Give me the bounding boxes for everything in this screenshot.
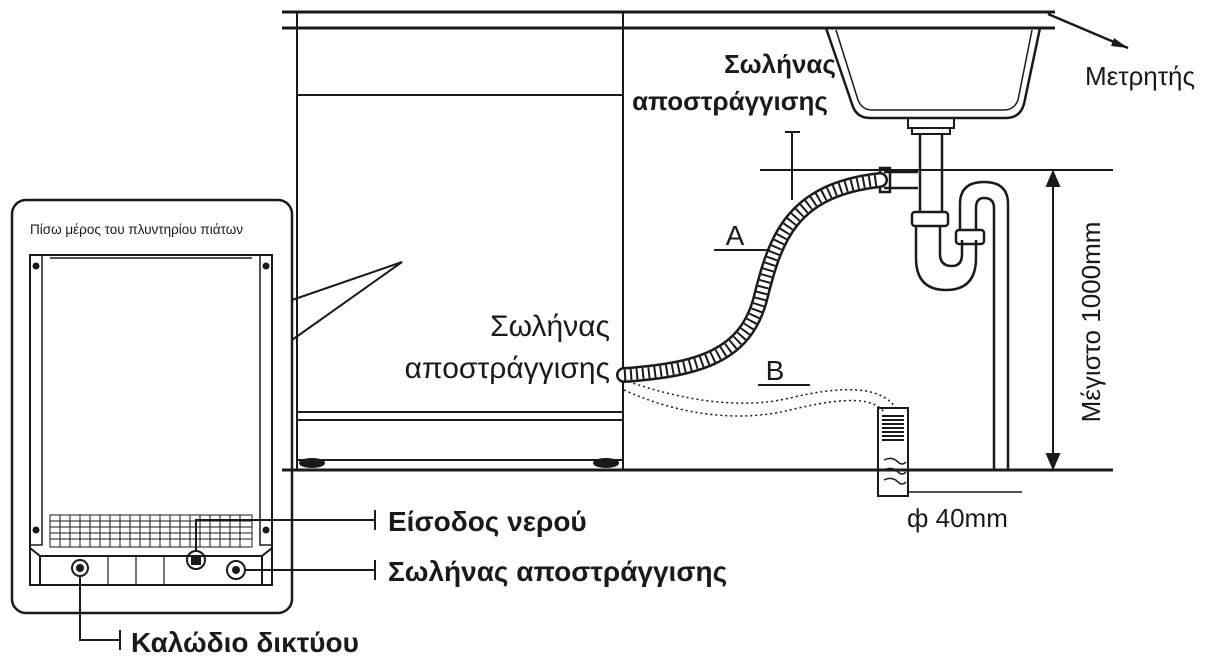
connector-leader-lines <box>79 510 376 650</box>
drain-hose-b <box>623 379 897 417</box>
dishwasher-body <box>296 12 624 470</box>
max-height-label: Μέγιστο 1000mm <box>1076 222 1106 423</box>
drain-hose-top-label-line2: αποστράγγισης <box>632 86 828 116</box>
drain-hose-bottom-label: Σωλήνας αποστράγγισης <box>388 556 727 587</box>
rear-panel-title: Πίσω μέρος του πλυντηρίου πιάτων <box>30 222 243 237</box>
water-inlet-label: Είσοδος νερού <box>388 506 587 537</box>
drain-hose-top-label-line1: Σωλήνας <box>724 49 836 79</box>
drain-hose-connector <box>226 560 246 580</box>
drain-trap <box>878 134 1010 470</box>
rear-view-callout <box>291 261 403 341</box>
power-cable-label: Καλώδιο δικτύου <box>131 627 359 658</box>
sink <box>824 27 1042 135</box>
pipe-diameter-label: ф 40mm <box>907 503 1008 533</box>
drain-hose-mid-label-line2: αποστράγγισης <box>405 352 610 385</box>
drain-hose-mid-label-line1: Σωλήνας <box>490 310 610 343</box>
standpipe <box>877 407 1022 497</box>
point-b-label: B <box>766 355 785 386</box>
rear-panel-bottom <box>29 547 273 585</box>
rear-panel-inset <box>10 198 294 615</box>
counter-label: Μετρητής <box>1085 61 1195 91</box>
leader-lines <box>714 131 810 386</box>
rear-panel-grille <box>49 514 253 548</box>
power-cable-connector <box>71 559 89 577</box>
point-a-label: A <box>726 220 745 251</box>
drain-hose-a <box>616 172 888 383</box>
water-inlet-connector <box>186 550 206 570</box>
max-height-dimension <box>1045 169 1061 471</box>
countertop <box>282 10 1129 50</box>
